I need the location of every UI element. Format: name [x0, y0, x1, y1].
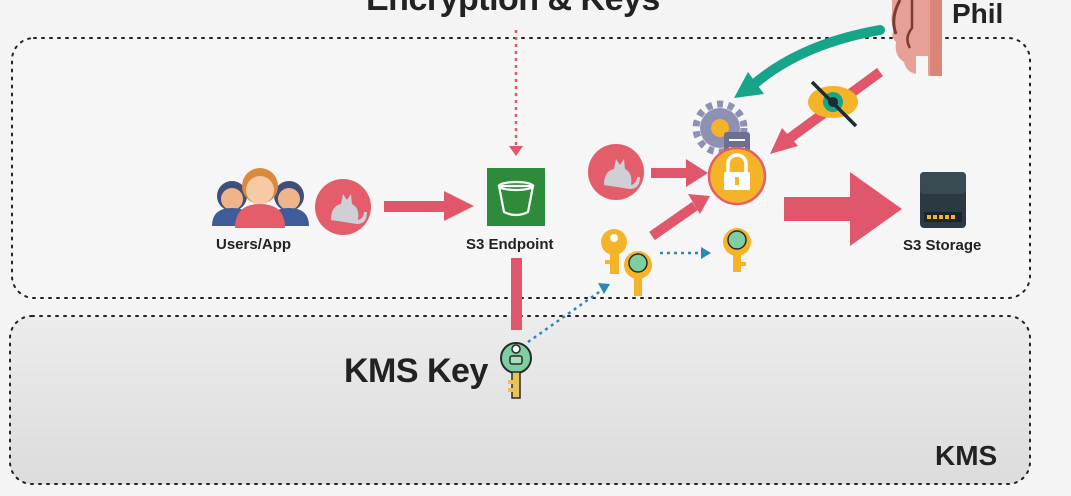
keys-to-lock-arrow	[649, 194, 710, 241]
title-to-endpoint-arrowhead	[509, 146, 523, 156]
kms-region-box	[9, 315, 1031, 485]
s3-storage-icon	[920, 172, 966, 228]
cat-to-lock-arrow	[651, 159, 708, 187]
kms-to-datakey-dotted-line	[527, 288, 603, 344]
cat-plaintext-icon	[588, 144, 644, 200]
users-label: Users/App	[216, 236, 292, 253]
slide-title: Encryption & Keys	[366, 0, 660, 19]
kms-to-datakey-arrowhead	[598, 283, 610, 294]
datakey-to-encrypted-arrowhead	[701, 247, 711, 259]
encrypted-key-icon	[723, 228, 751, 272]
lock-to-storage-arrow	[784, 172, 902, 246]
cat-data-icon	[315, 179, 371, 235]
s3-bucket-icon	[487, 168, 545, 226]
phil-label: Phil	[952, 0, 1004, 29]
phil-admin-arrow	[734, 25, 885, 98]
kms-region-label: KMS	[935, 440, 998, 471]
phil-avatar	[891, 0, 942, 76]
data-key-pair-icon	[601, 229, 652, 296]
kms-key-icon	[500, 342, 532, 399]
users-to-endpoint-arrow	[384, 191, 474, 221]
endpoint-label: S3 Endpoint	[466, 236, 554, 253]
kms-key-label: KMS Key	[344, 352, 488, 390]
eye-crossed-icon	[808, 80, 858, 128]
users-icon	[212, 168, 309, 228]
lock-icon	[707, 146, 767, 206]
storage-label: S3 Storage	[903, 237, 982, 254]
endpoint-to-kms-line	[511, 258, 522, 330]
